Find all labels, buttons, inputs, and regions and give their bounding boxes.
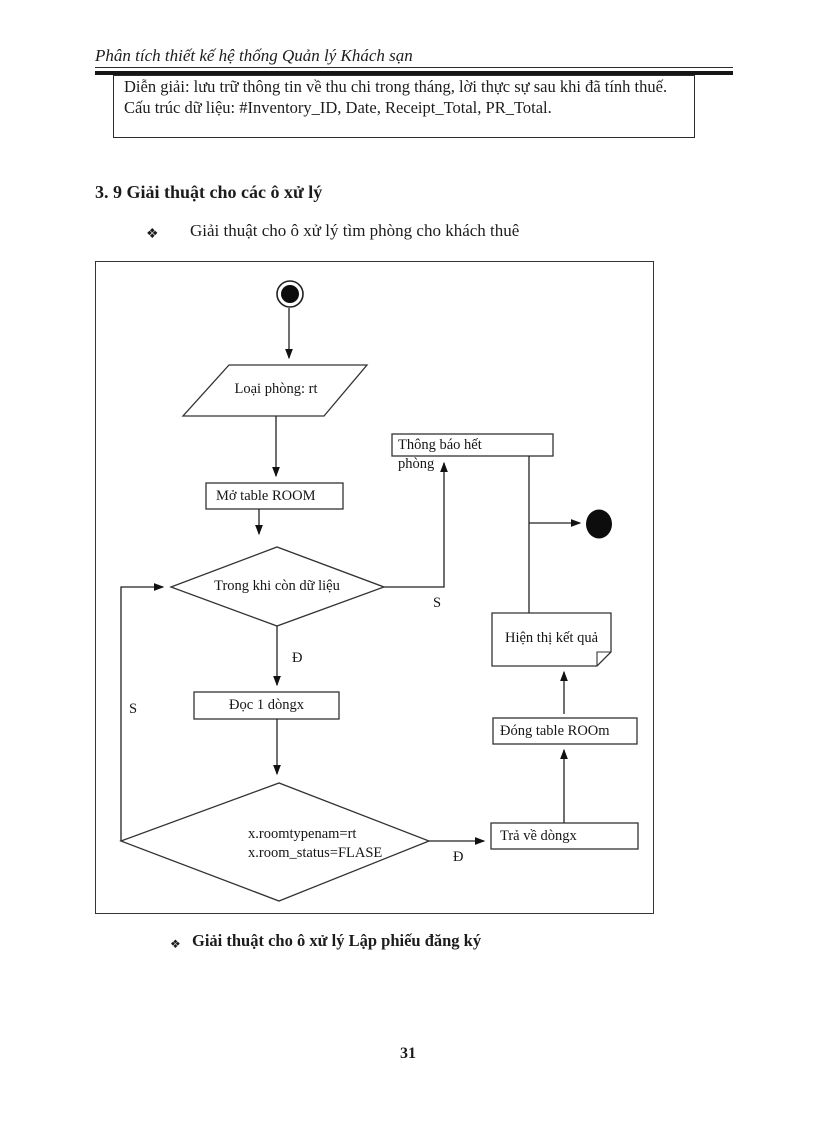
read-row-label: Đọc 1 dòngx <box>229 697 304 713</box>
edge-label-false1: S <box>433 595 442 611</box>
description-line-1: Diễn giải: lưu trữ thông tin về thu chi … <box>124 77 668 96</box>
description-box: Diễn giải: lưu trữ thông tin về thu chi … <box>113 75 695 138</box>
edge-label-false2: S <box>129 701 138 717</box>
bullet-item-register-form: Giải thuật cho ô xử lý Lập phiếu đăng ký <box>192 931 482 950</box>
close-table-label: Đóng table ROOm <box>500 723 610 739</box>
section-heading: 3. 9 Giải thuật cho các ô xử lý <box>95 182 323 202</box>
input-parallelogram <box>181 364 369 417</box>
notify-full-label: Thông báo hết phòng <box>398 437 482 472</box>
bullet-item-find-room: Giải thuật cho ô xử lý tìm phòng cho khá… <box>190 221 520 240</box>
process-close-table <box>492 717 638 745</box>
edge-label-true1: Đ <box>292 650 303 666</box>
process-read-row <box>193 691 340 720</box>
flow-arrow-while-to-notify <box>384 461 448 588</box>
diamond-bullet-icon: ❖ <box>146 227 159 242</box>
check-condition-line1: x.roomtypenam=rt <box>248 826 357 842</box>
flowchart-frame: Loại phòng: rt Mở table ROOM Trong khi c… <box>95 261 654 914</box>
check-condition-line2: x.room_status=FLASE <box>248 845 383 861</box>
while-loop-label: Trong khi còn dữ liệu <box>214 578 340 594</box>
open-table-label: Mở table ROOM <box>216 488 316 504</box>
note-show-result <box>491 612 612 667</box>
page-number: 31 <box>400 1045 416 1062</box>
flowchart-canvas <box>119 280 639 902</box>
description-line-2: Cấu trúc dữ liệu: #Inventory_ID, Date, R… <box>124 98 552 117</box>
end-node <box>586 509 612 539</box>
diamond-bullet-icon: ❖ <box>170 937 181 951</box>
process-open-table <box>205 482 344 510</box>
note-folded-corner <box>596 651 611 666</box>
process-notify-full <box>391 433 554 457</box>
show-result-label: Hiện thị kết quả <box>504 630 599 646</box>
edge-label-true2: Đ <box>453 849 464 865</box>
header-rule-thin <box>95 67 733 68</box>
return-row-label: Trả về dòngx <box>500 828 577 844</box>
start-node <box>281 285 299 303</box>
process-return-row <box>490 822 639 850</box>
input-room-type-label: Loại phòng: rt <box>234 381 318 397</box>
flow-arrow-loop-back <box>120 583 165 841</box>
header-rule-thick <box>95 71 733 75</box>
page-header-title: Phân tích thiết kế hệ thống Quản lý Khác… <box>95 46 413 65</box>
